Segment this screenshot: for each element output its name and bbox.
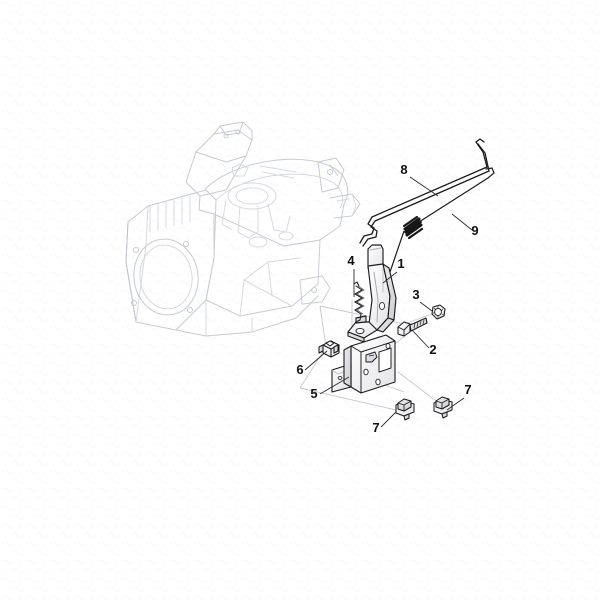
callout-flange-screw-right[interactable]: 7 [446, 382, 472, 411]
callout-flange-screw-left[interactable]: 7 [372, 411, 397, 435]
callout-hex-bolt[interactable]: 2 [411, 329, 437, 357]
callout-governor-lever-spring[interactable]: 4 [347, 253, 355, 297]
leader-line [380, 411, 397, 428]
leader-line [409, 176, 439, 197]
callout-lock-nut[interactable]: 3 [412, 287, 433, 312]
cable-clamp[interactable] [318, 340, 340, 358]
callout-governor-rod[interactable]: 8 [400, 162, 439, 197]
lock-nut[interactable] [431, 304, 446, 320]
leader-line [446, 397, 465, 411]
leader-line [319, 376, 350, 395]
callout-number-governor-rod: 8 [400, 162, 407, 177]
control-bracket[interactable] [331, 334, 396, 394]
callout-governor-lever[interactable]: 1 [382, 256, 405, 284]
flange-screw-right[interactable] [433, 396, 453, 419]
governor-lever-spring[interactable] [353, 281, 365, 323]
leader-line [304, 350, 328, 371]
leader-line [419, 301, 433, 312]
callout-cable-clamp[interactable]: 6 [296, 350, 328, 377]
callout-control-bracket[interactable]: 5 [310, 376, 350, 401]
callout-governor-spring[interactable]: 9 [451, 213, 479, 238]
callout-number-governor-spring: 9 [471, 223, 478, 238]
flange-screw-left[interactable] [395, 398, 415, 421]
callout-number-governor-lever-spring: 4 [347, 253, 355, 268]
hex-bolt[interactable] [397, 317, 428, 337]
callout-number-flange-screw-left: 7 [372, 420, 379, 435]
callout-layer: 1 2 3 4 56 7 7 8 9 [296, 162, 478, 435]
callout-number-cable-clamp: 6 [296, 362, 303, 377]
callout-number-hex-bolt: 2 [429, 342, 436, 357]
governor-rod[interactable] [359, 138, 490, 247]
leader-line [411, 329, 430, 349]
callout-number-lock-nut: 3 [412, 287, 419, 302]
leader-line [382, 271, 398, 284]
spring-coil-pack [402, 215, 424, 240]
leader-line [451, 213, 473, 231]
callout-number-governor-lever: 1 [397, 256, 404, 271]
callout-number-control-bracket: 5 [310, 386, 317, 401]
callout-number-flange-screw-right: 7 [464, 382, 471, 397]
engine-block-ghost [125, 121, 361, 337]
governor-lever[interactable] [347, 244, 397, 343]
